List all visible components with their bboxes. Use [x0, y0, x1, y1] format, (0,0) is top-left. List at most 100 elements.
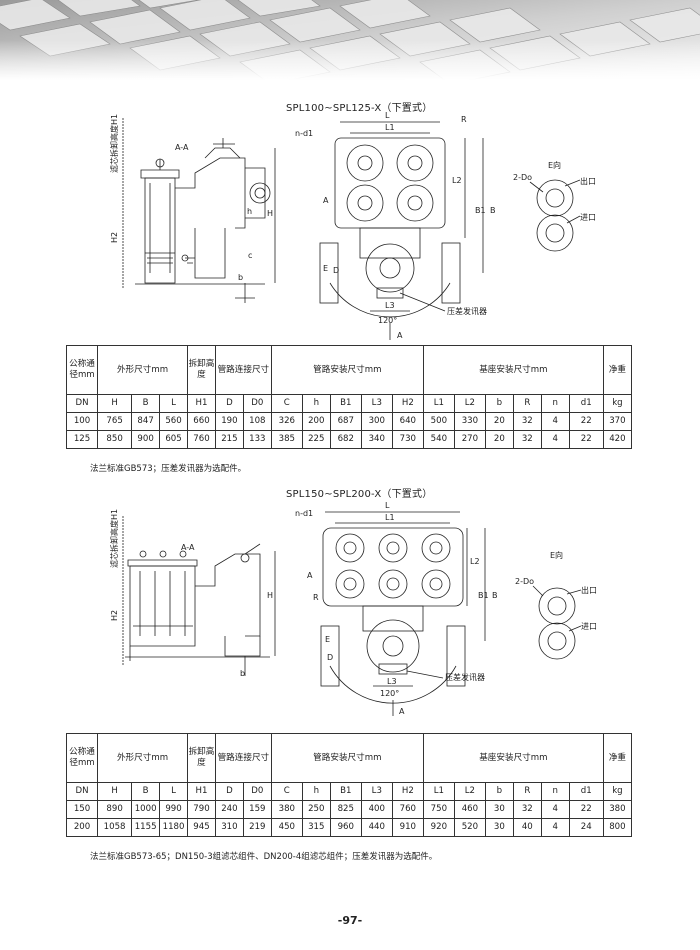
table-cell: 108: [242, 412, 272, 431]
svg-text:R: R: [313, 593, 319, 602]
table-cell: 22: [568, 800, 604, 819]
svg-text:A-A: A-A: [181, 543, 195, 552]
table-cell: 4: [540, 800, 570, 819]
table-cell: 385: [270, 430, 303, 449]
table-cell: 660: [187, 412, 216, 431]
svg-text:B: B: [492, 591, 498, 600]
table-cell: 440: [360, 818, 393, 837]
table-cell: d1: [568, 782, 604, 801]
svg-text:R: R: [461, 115, 467, 124]
table-cell: 4: [540, 818, 570, 837]
table-cell: 40: [512, 818, 542, 837]
table-cell: D: [214, 782, 244, 801]
table-cell: L2: [453, 394, 486, 413]
table-cell: 管路安装尺寸mm: [270, 345, 424, 395]
table-cell: 370: [602, 412, 633, 431]
table-cell: L2: [453, 782, 486, 801]
table-cell: 20: [484, 412, 514, 431]
table-cell: 520: [453, 818, 486, 837]
svg-text:出口: 出口: [580, 176, 596, 186]
table-cell: 100: [65, 412, 99, 431]
table-cell: L: [159, 782, 189, 801]
table-cell: 管路连接尺寸: [214, 733, 272, 783]
table-cell: 750: [422, 800, 455, 819]
table-cell: 32: [512, 430, 542, 449]
table-cell: 133: [242, 430, 272, 449]
table-cell: 22: [568, 430, 604, 449]
table-cell: 420: [602, 430, 633, 449]
svg-text:进口: 进口: [580, 213, 596, 222]
table-cell: L: [159, 394, 189, 413]
table-cell: C: [270, 394, 303, 413]
table-cell: B: [131, 394, 161, 413]
table-cell: 640: [391, 412, 424, 431]
table-cell: 240: [214, 800, 244, 819]
table-cell: 4: [540, 430, 570, 449]
table-cell: 765: [97, 412, 133, 431]
table-cell: 外形尺寸mm: [97, 345, 189, 395]
section-title-1: SPL100~SPL125-X（下置式）: [286, 103, 433, 114]
table-cell: D0: [242, 782, 272, 801]
table-cell: DN: [65, 394, 99, 413]
table-cell: 24: [568, 818, 604, 837]
svg-text:B1: B1: [478, 591, 489, 600]
table-cell: 847: [131, 412, 161, 431]
table-cell: 200: [301, 412, 331, 431]
svg-text:A: A: [323, 196, 329, 205]
table-cell: 32: [512, 412, 542, 431]
svg-text:E: E: [325, 635, 330, 644]
table-cell: 公称通径mm: [65, 733, 99, 783]
svg-text:120°: 120°: [378, 316, 397, 325]
table-cell: 管路安装尺寸mm: [270, 733, 424, 783]
table-cell: H1: [187, 782, 216, 801]
side-view-1: 滤芯拆卸高度H1 H2 A-A h H c b: [109, 114, 276, 303]
table-cell: 500: [422, 412, 455, 431]
table-cell: 1000: [131, 800, 161, 819]
table-cell: H2: [391, 394, 424, 413]
table-cell: D0: [242, 394, 272, 413]
table-cell: 270: [453, 430, 486, 449]
table-cell: 250: [301, 800, 331, 819]
table-cell: h: [301, 394, 331, 413]
table-cell: 760: [187, 430, 216, 449]
table-cell: 净重: [602, 345, 633, 395]
svg-text:L2: L2: [470, 557, 480, 566]
svg-text:D: D: [333, 266, 339, 275]
table-cell: L1: [422, 782, 455, 801]
table-cell: kg: [602, 782, 633, 801]
table-cell: L3: [360, 782, 393, 801]
table-cell: 990: [159, 800, 189, 819]
svg-text:n-d1: n-d1: [295, 129, 313, 138]
table-cell: 460: [453, 800, 486, 819]
table-cell: 190: [214, 412, 244, 431]
svg-text:H: H: [267, 209, 273, 218]
table-cell: 960: [329, 818, 362, 837]
svg-text:b: b: [240, 669, 245, 678]
table-cell: 225: [301, 430, 331, 449]
table-cell: 800: [602, 818, 633, 837]
label-sensor: 压差发讯器: [447, 306, 487, 316]
table-cell: 315: [301, 818, 331, 837]
svg-text:2-Do: 2-Do: [515, 577, 534, 586]
table-cell: 1058: [97, 818, 133, 837]
section-title-2: SPL150~SPL200-X（下置式）: [286, 489, 433, 500]
table-cell: 910: [391, 818, 424, 837]
table-cell: 450: [270, 818, 303, 837]
table-cell: H: [97, 782, 133, 801]
table-cell: 159: [242, 800, 272, 819]
table-cell: h: [301, 782, 331, 801]
table-cell: 125: [65, 430, 99, 449]
table-cell: H2: [391, 782, 424, 801]
page-number: -97-: [337, 914, 363, 927]
table-cell: B: [131, 782, 161, 801]
table-cell: 310: [214, 818, 244, 837]
table-cell: H: [97, 394, 133, 413]
table-cell: 拆卸高度: [187, 733, 216, 783]
svg-text:L: L: [385, 111, 390, 120]
svg-text:H2: H2: [110, 232, 119, 243]
svg-text:120°: 120°: [380, 689, 399, 698]
table-cell: 920: [422, 818, 455, 837]
e-view-1: E向 2-Do 出口 进口: [513, 160, 596, 252]
svg-text:B: B: [490, 206, 496, 215]
